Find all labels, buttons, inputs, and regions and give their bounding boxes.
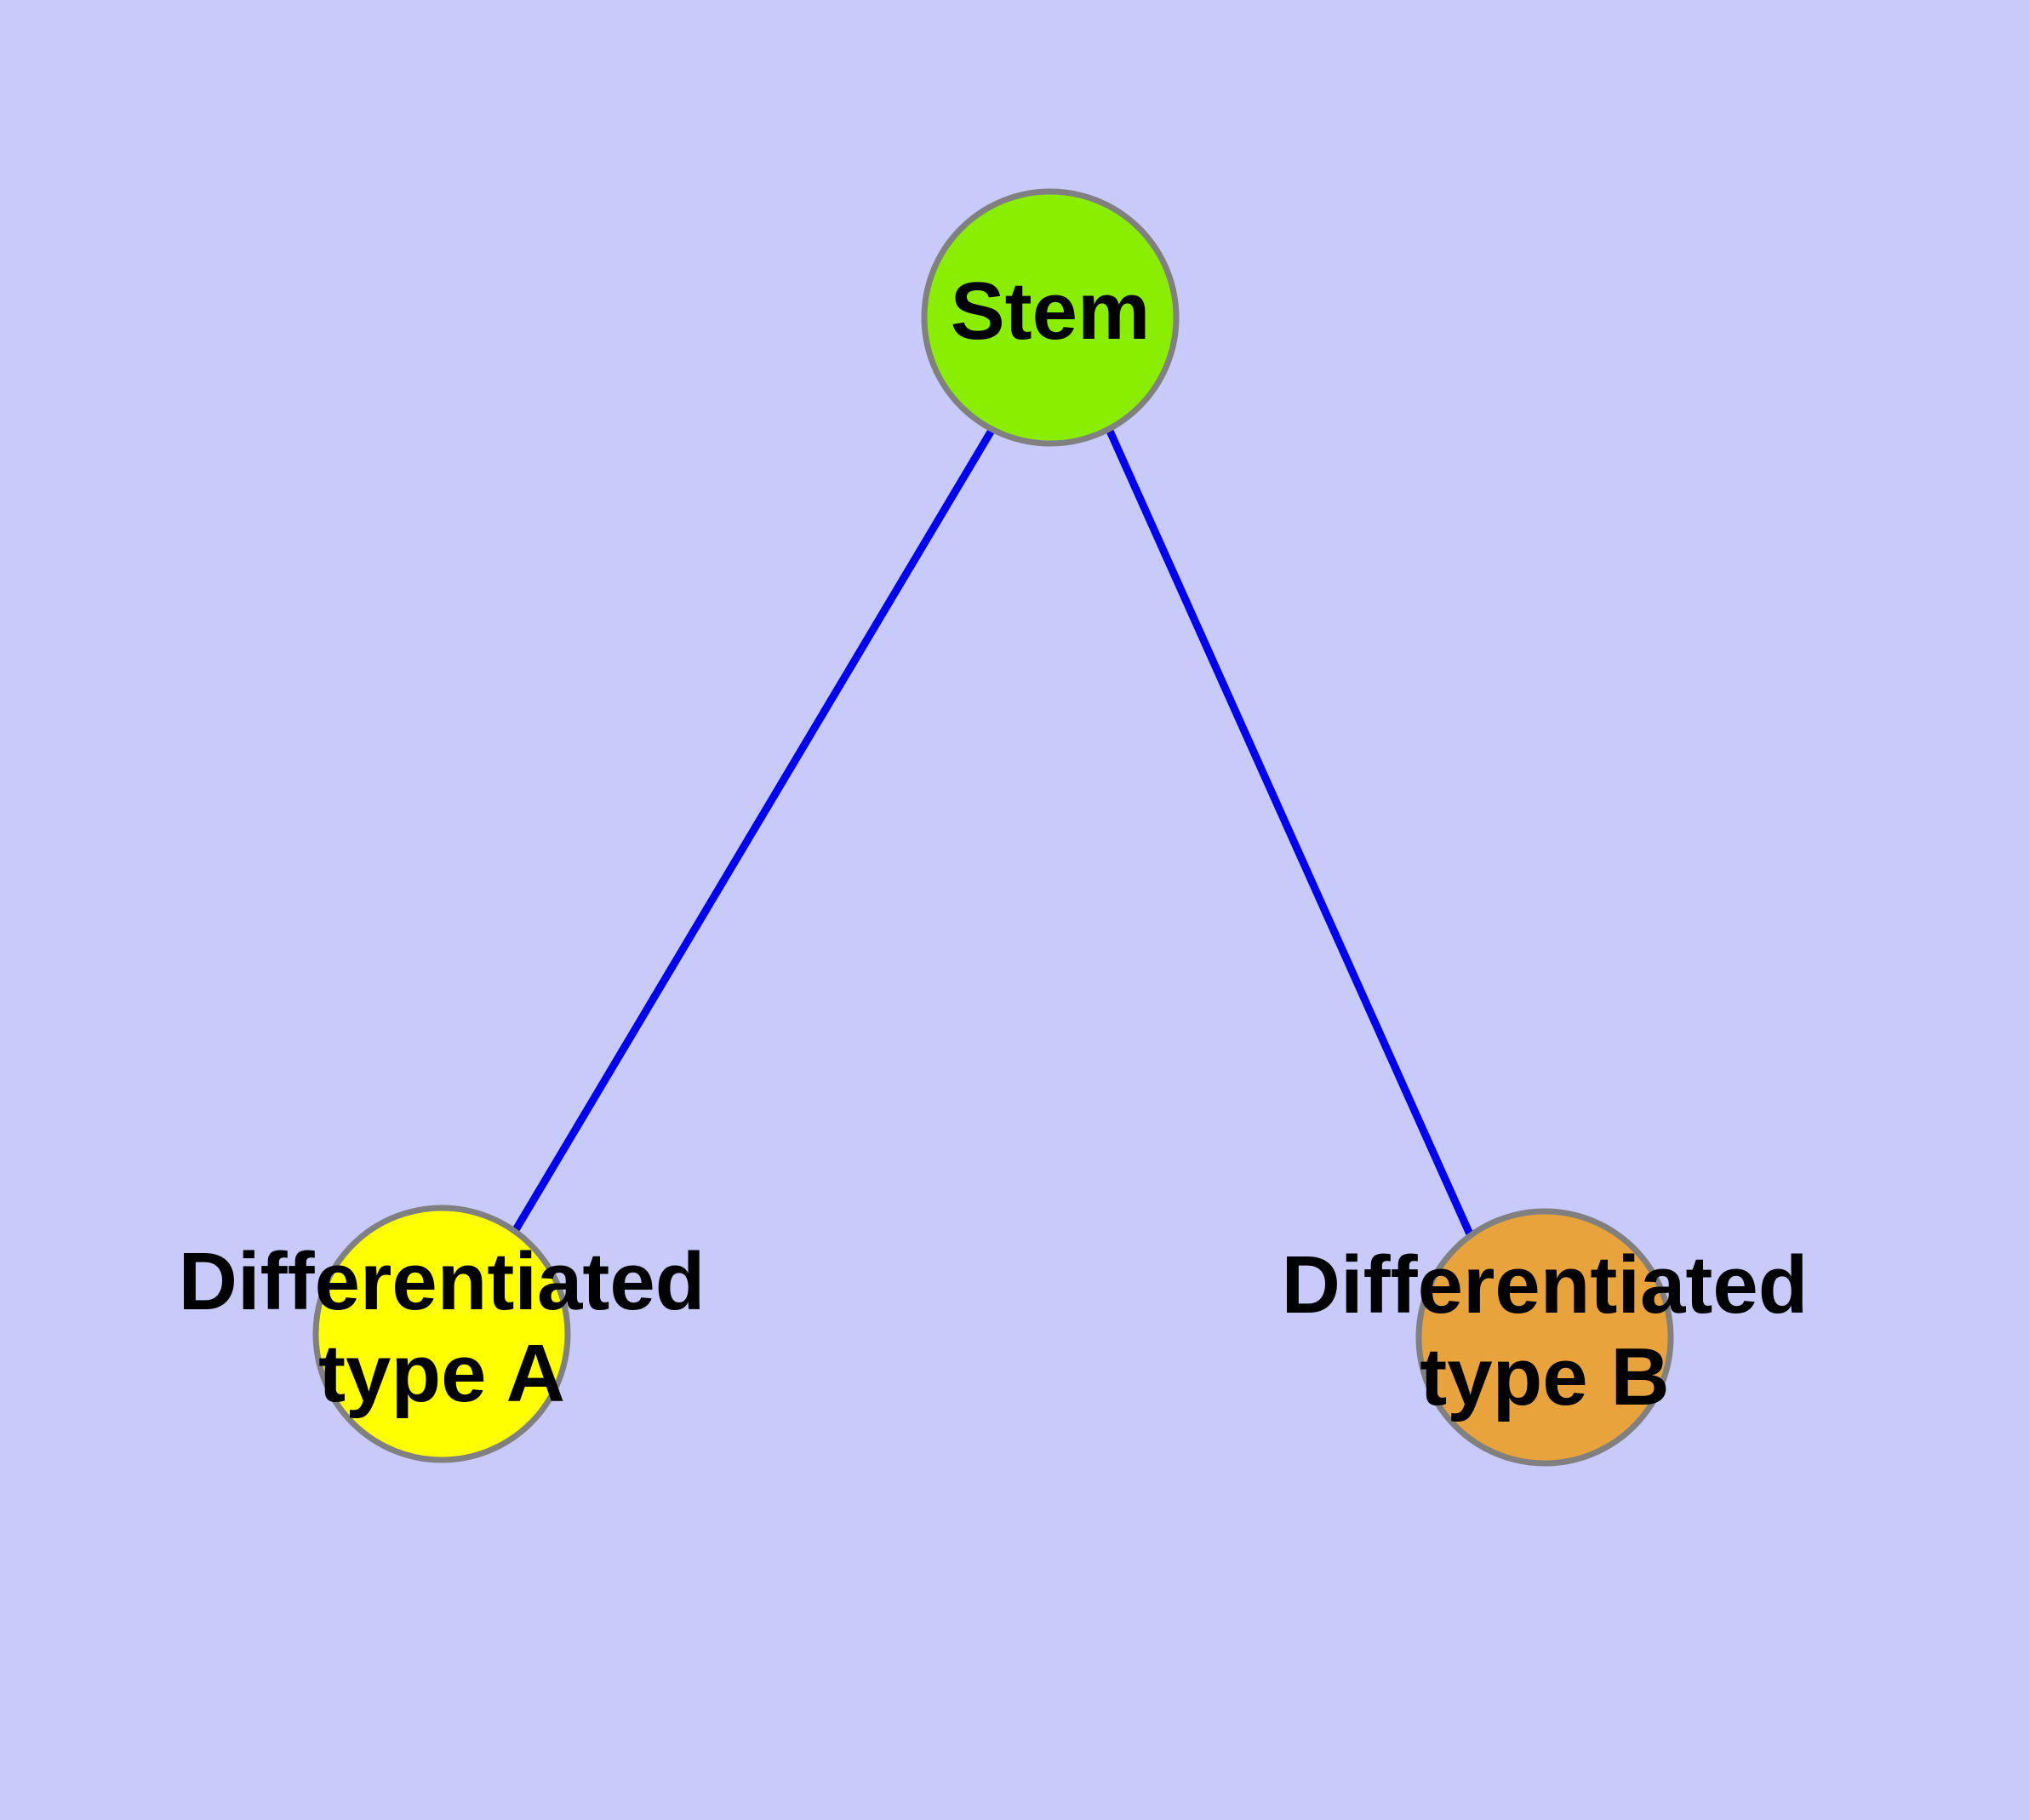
- node-label-line: Differentiated: [1282, 1239, 1809, 1331]
- node-label-line: type B: [1420, 1331, 1669, 1422]
- node-label-line: Differentiated: [179, 1236, 706, 1327]
- node-diff_a[interactable]: [312, 1205, 571, 1463]
- node-label-line: type A: [318, 1328, 565, 1419]
- edge-stem-diff-a[interactable]: [511, 426, 996, 1235]
- edge-stem-diff-b[interactable]: [1105, 427, 1475, 1238]
- edges-layer: [511, 426, 1475, 1238]
- node-diff_b[interactable]: [1415, 1208, 1674, 1467]
- node-label-stem: Stem: [951, 266, 1151, 357]
- node-stem[interactable]: [921, 188, 1180, 447]
- nodes-layer: [312, 188, 1674, 1467]
- node-label-line: Stem: [951, 266, 1151, 357]
